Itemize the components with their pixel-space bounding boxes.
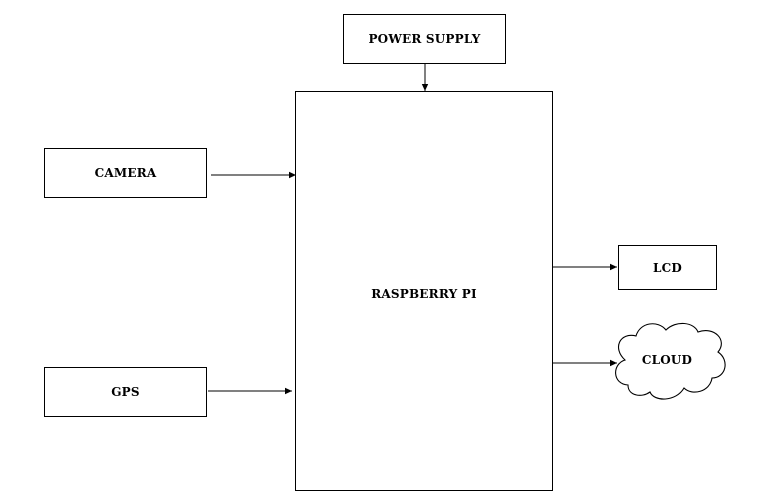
gps-block: GPS <box>44 367 207 417</box>
power-supply-label: POWER SUPPLY <box>368 32 481 46</box>
camera-label: CAMERA <box>94 166 157 180</box>
power-supply-block: POWER SUPPLY <box>343 14 506 64</box>
camera-block: CAMERA <box>44 148 207 198</box>
lcd-block: LCD <box>618 245 717 290</box>
raspberry-pi-block: RASPBERRY PI <box>295 91 553 491</box>
cloud-label: CLOUD <box>641 353 693 367</box>
gps-label: GPS <box>111 385 140 399</box>
raspberry-pi-label: RASPBERRY PI <box>371 287 477 301</box>
lcd-label: LCD <box>653 260 682 275</box>
